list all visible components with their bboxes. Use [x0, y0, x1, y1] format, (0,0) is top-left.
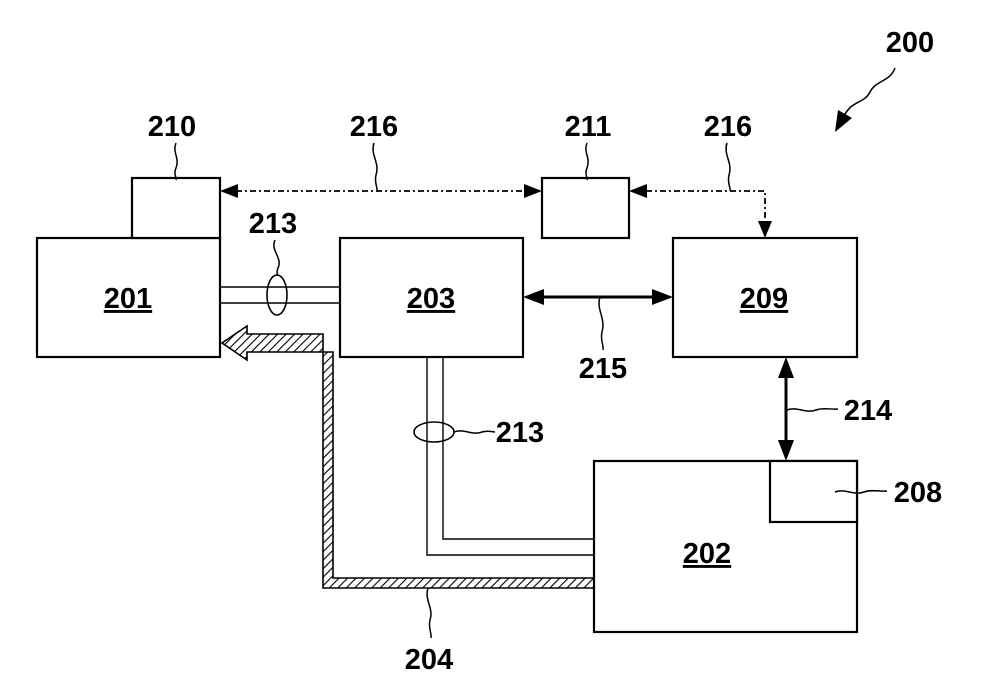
ref-208: 208: [894, 477, 942, 509]
ref-213-bottom: 213: [496, 417, 544, 449]
ref-204: 204: [405, 644, 453, 676]
label-203: 203: [407, 283, 455, 315]
leader-204: [427, 588, 431, 638]
arrow-214-head-up: [778, 357, 794, 378]
dashed-link-216-left-head-right: [524, 184, 542, 198]
arrow-215-head-left: [523, 289, 544, 305]
bundle-ellipse-213-top: [267, 275, 287, 315]
line-213-vertical-outer: [427, 357, 594, 555]
arrow-214-head-down: [778, 440, 794, 461]
leader-215: [599, 297, 603, 350]
label-202: 202: [683, 538, 731, 570]
arrow-215-head-right: [652, 289, 673, 305]
leader-211: [586, 143, 588, 180]
hatched-arrow-204: [222, 326, 594, 588]
dashed-link-216-right: [646, 191, 765, 222]
leader-214: [787, 409, 838, 412]
label-201: 201: [104, 283, 152, 315]
leader-213-bottom: [454, 431, 495, 433]
label-209: 209: [740, 283, 788, 315]
dashed-link-216-right-head-down: [758, 221, 772, 238]
ref-213-top: 213: [249, 208, 297, 240]
leader-216-right: [726, 143, 730, 191]
ref-214: 214: [844, 395, 892, 427]
ref-216-right: 216: [704, 111, 752, 143]
ref-200: 200: [886, 27, 934, 59]
leader-213-top: [274, 240, 279, 276]
bundle-ellipse-213-bottom: [414, 422, 454, 442]
block-211: [542, 178, 629, 238]
ref-211: 211: [565, 111, 612, 143]
figure-pointer-200-head: [835, 110, 852, 132]
ref-210: 210: [148, 111, 196, 143]
block-210: [132, 178, 220, 238]
leader-210: [175, 143, 177, 180]
figure-pointer-200: [844, 68, 895, 116]
dashed-link-216-left-head-left: [220, 184, 238, 198]
dashed-link-216-right-head-left: [629, 184, 647, 198]
ref-216-left: 216: [350, 111, 398, 143]
leader-216-left: [373, 143, 377, 191]
ref-215: 215: [579, 353, 627, 385]
